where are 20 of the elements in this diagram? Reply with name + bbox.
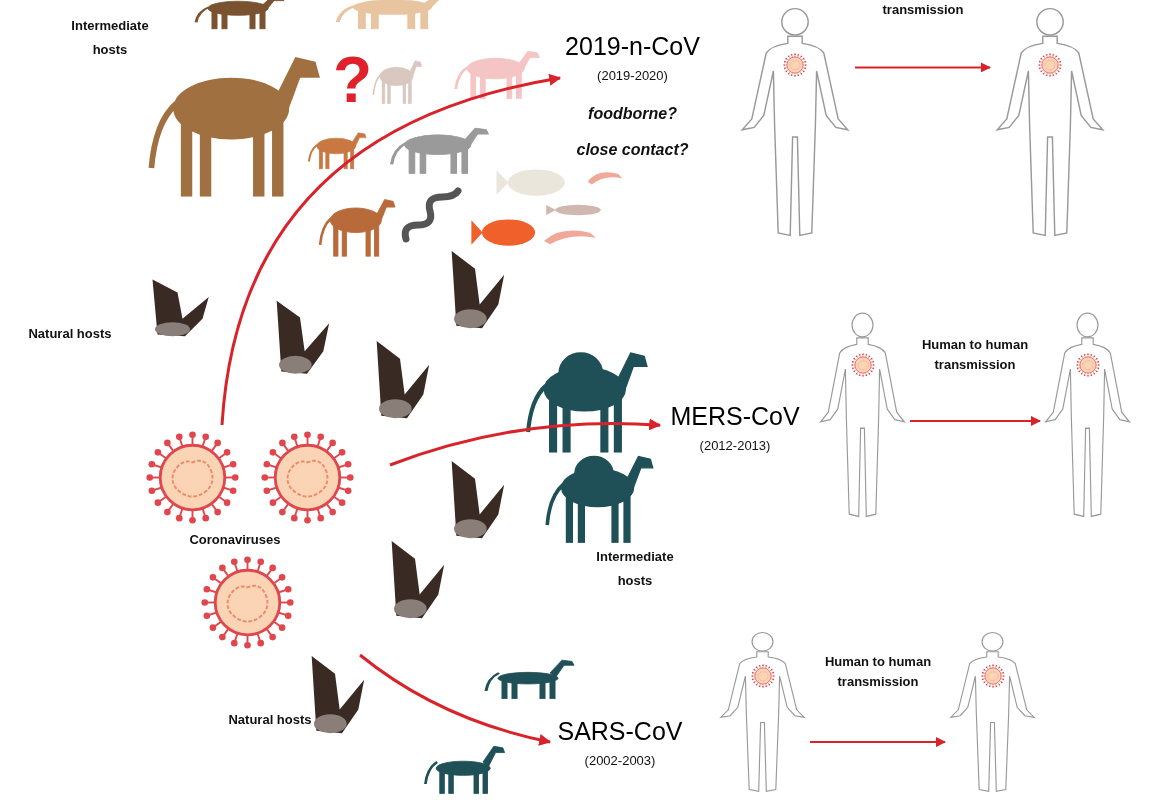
host-label: Natural hosts — [27, 325, 113, 343]
virus-name: MERS-CoV — [670, 401, 800, 432]
arrow — [220, 74, 562, 426]
question-mark: ? — [333, 43, 367, 118]
virus-name: SARS-CoV — [557, 716, 683, 747]
route-note: foodborne? — [587, 104, 678, 124]
host-label: Intermediate hosts — [595, 548, 675, 590]
arrow — [359, 653, 552, 746]
host-label: Intermediate hosts — [70, 17, 150, 59]
virus-name: 2019-n-CoV — [565, 31, 700, 62]
date-range: (2012-2013) — [699, 437, 771, 455]
arrow — [389, 418, 662, 467]
route-note: close contact? — [575, 140, 690, 160]
arrow — [854, 62, 991, 73]
arrow — [909, 415, 1041, 426]
group-label: Coronaviruses — [188, 531, 282, 549]
host-label: Natural hosts — [227, 711, 313, 729]
arrow — [809, 737, 946, 748]
date-range: (2019-2020) — [597, 67, 668, 85]
date-range: (2002-2003) — [584, 752, 656, 770]
